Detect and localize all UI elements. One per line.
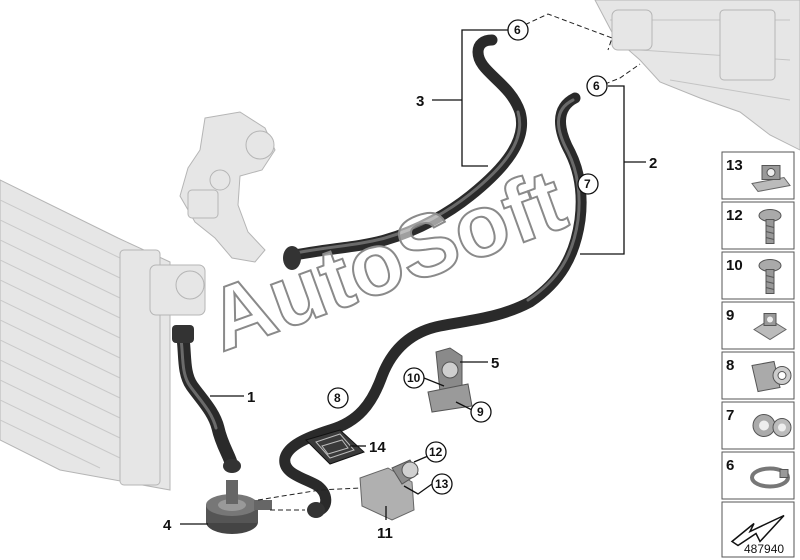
legend-number-9: 9 bbox=[726, 307, 734, 324]
callout-1: 1 bbox=[247, 389, 255, 406]
callout-8: 8 bbox=[334, 391, 341, 405]
arrow-icon bbox=[730, 514, 785, 547]
clip-nut-icon bbox=[751, 165, 791, 193]
callout-7: 7 bbox=[584, 177, 591, 191]
callout-4: 4 bbox=[163, 517, 172, 534]
legend-number-7: 7 bbox=[726, 407, 734, 424]
square-nut-icon bbox=[753, 313, 787, 341]
engine-block-corner bbox=[594, 0, 800, 151]
foam-pad-14 bbox=[305, 429, 365, 465]
callout-3: 3 bbox=[416, 93, 424, 110]
hose-clamp-5 bbox=[427, 347, 473, 413]
callout-circle-8 bbox=[327, 387, 349, 409]
watermark: AutoSoft bbox=[195, 150, 578, 370]
callout-circle-6a bbox=[507, 19, 529, 41]
callout-6b: 6 bbox=[593, 79, 600, 93]
legend-cell-10 bbox=[721, 251, 795, 300]
callout-circle-7 bbox=[577, 173, 599, 195]
legend-number-8: 8 bbox=[726, 357, 734, 374]
callout-11: 11 bbox=[377, 525, 393, 542]
callout-circle-12 bbox=[425, 441, 447, 463]
callout-circle-10 bbox=[403, 367, 425, 389]
callout-circle-13 bbox=[431, 473, 453, 495]
hose-3 bbox=[283, 34, 527, 270]
thermostat-housing bbox=[179, 111, 276, 263]
legend-cell-12 bbox=[721, 201, 795, 250]
hose-clamp-icon bbox=[750, 466, 790, 489]
legend-number-6: 6 bbox=[726, 457, 734, 474]
legend-number-12: 12 bbox=[726, 207, 743, 224]
hose-1 bbox=[172, 325, 241, 473]
callout-10: 10 bbox=[407, 371, 421, 385]
callout-5: 5 bbox=[491, 355, 499, 372]
legend-number-10: 10 bbox=[726, 257, 743, 274]
callout-13: 13 bbox=[435, 477, 449, 491]
diagram-code: 487940 bbox=[744, 542, 784, 556]
screw-icon bbox=[758, 259, 782, 294]
screw-icon bbox=[758, 209, 782, 244]
callout-6a: 6 bbox=[514, 23, 521, 37]
double-hose-clip-icon bbox=[752, 414, 792, 437]
electric-water-pump bbox=[206, 480, 272, 534]
callout-2: 2 bbox=[649, 155, 657, 172]
callout-circle-6b bbox=[586, 75, 608, 97]
callout-14: 14 bbox=[369, 439, 386, 456]
parts-legend: 13 12 10 9 8 7 6 bbox=[721, 151, 795, 558]
legend-cell-arrow bbox=[721, 501, 795, 558]
callout-12: 12 bbox=[429, 445, 443, 459]
bracket-11 bbox=[359, 459, 419, 521]
callout-9: 9 bbox=[477, 405, 484, 419]
legend-number-13: 13 bbox=[726, 157, 743, 174]
hose-clip-icon bbox=[751, 360, 792, 393]
radiator bbox=[0, 179, 206, 491]
legend-cell-9 bbox=[721, 301, 795, 350]
callout-circle-9 bbox=[470, 401, 492, 423]
